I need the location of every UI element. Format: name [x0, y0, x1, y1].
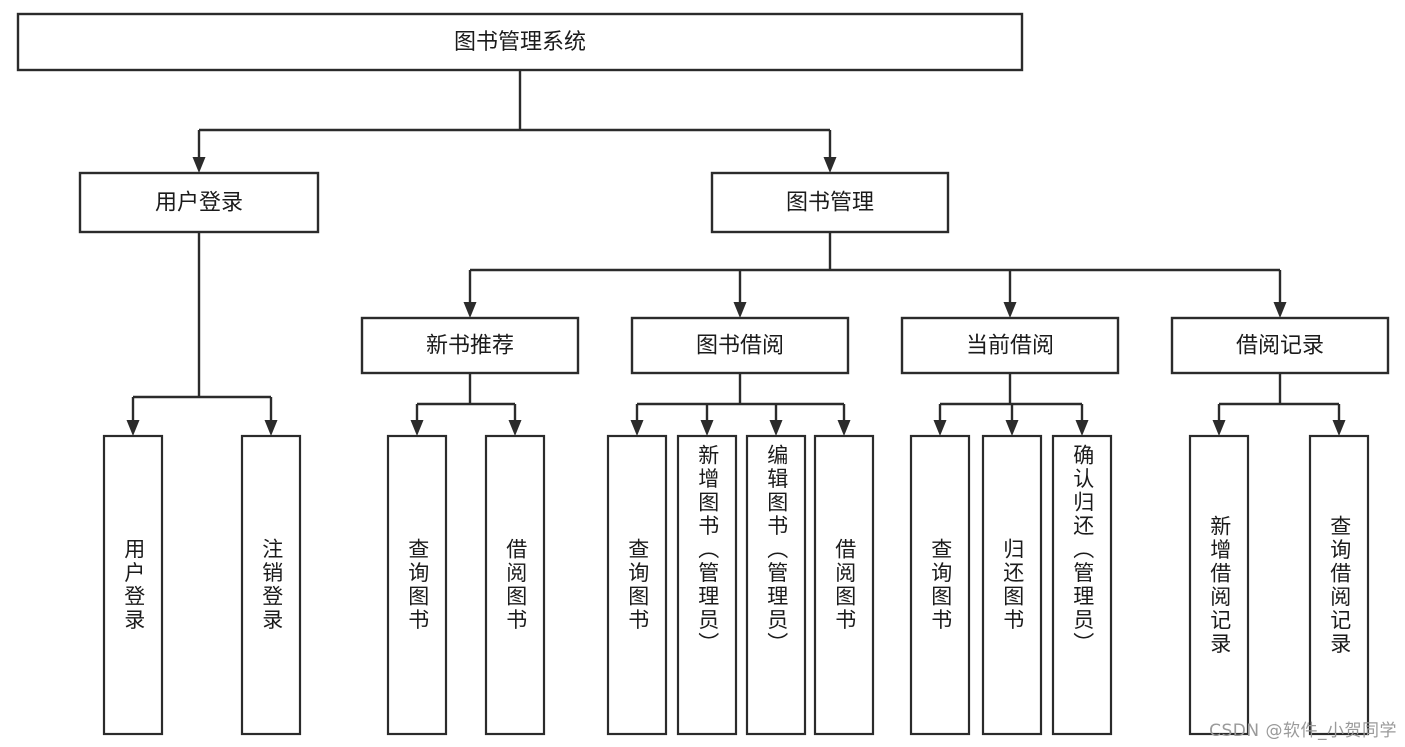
arrow-head-icon: [630, 420, 644, 436]
node-label-book-borrow: 图书借阅: [696, 334, 784, 359]
arrow-head-icon: [1075, 420, 1089, 436]
arrow-head-icon: [508, 420, 522, 436]
arrow-head-icon: [837, 420, 851, 436]
watermark-text: CSDN @软件_小贺同学: [1209, 721, 1397, 741]
node-box-borrow-record[interactable]: [1170, 316, 1390, 375]
node-box-user-login[interactable]: [78, 171, 320, 234]
node-box-leaf-query-book-3[interactable]: [909, 434, 971, 736]
arrow-head-icon: [933, 420, 947, 436]
node-box-layer: [16, 12, 1390, 736]
arrow-head-icon: [769, 420, 783, 436]
node-box-book-borrow[interactable]: [630, 316, 850, 375]
arrow-head-icon: [1273, 302, 1287, 318]
arrow-head-icon: [192, 157, 206, 173]
arrow-head-icon: [733, 302, 747, 318]
node-label-user-login: 用户登录: [155, 191, 243, 216]
node-box-leaf-query-book-1[interactable]: [386, 434, 448, 736]
node-box-leaf-add-borrow-record[interactable]: [1188, 434, 1250, 736]
node-box-leaf-user-login[interactable]: [102, 434, 164, 736]
arrow-head-icon: [1003, 302, 1017, 318]
node-label-borrow-record: 借阅记录: [1236, 334, 1324, 359]
node-box-leaf-add-book-admin[interactable]: [676, 434, 738, 736]
arrow-head-icon: [700, 420, 714, 436]
arrow-head-icon: [126, 420, 140, 436]
node-label-new-book-recommend: 新书推荐: [426, 334, 514, 359]
node-box-leaf-query-borrow-record[interactable]: [1308, 434, 1370, 736]
connector-layer: [126, 70, 1346, 436]
node-box-leaf-confirm-return-admin[interactable]: [1051, 434, 1113, 736]
node-box-current-borrow[interactable]: [900, 316, 1120, 375]
node-box-leaf-borrow-book-1[interactable]: [484, 434, 546, 736]
arrow-head-icon: [410, 420, 424, 436]
node-box-root[interactable]: [16, 12, 1024, 72]
arrow-head-icon: [1332, 420, 1346, 436]
arrow-head-icon: [1005, 420, 1019, 436]
node-label-root: 图书管理系统: [454, 30, 586, 55]
arrow-head-icon: [264, 420, 278, 436]
arrow-head-icon: [1212, 420, 1226, 436]
node-label-book-manage: 图书管理: [786, 191, 874, 216]
arrow-head-icon: [463, 302, 477, 318]
node-box-leaf-return-book[interactable]: [981, 434, 1043, 736]
node-box-book-manage[interactable]: [710, 171, 950, 234]
node-label-current-borrow: 当前借阅: [966, 334, 1054, 359]
node-box-leaf-query-book-2[interactable]: [606, 434, 668, 736]
node-box-leaf-user-logout[interactable]: [240, 434, 302, 736]
node-box-new-book-recommend[interactable]: [360, 316, 580, 375]
arrow-head-icon: [823, 157, 837, 173]
node-box-leaf-borrow-book-2[interactable]: [813, 434, 875, 736]
node-box-leaf-edit-book-admin[interactable]: [745, 434, 807, 736]
